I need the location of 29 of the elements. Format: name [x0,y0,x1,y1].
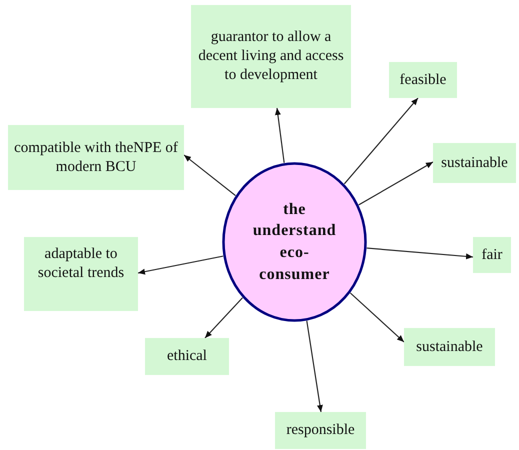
arrow [204,297,243,338]
arrow [366,248,474,260]
concept-box [275,412,366,449]
arrow [274,108,285,163]
arrow [344,98,418,184]
concept-box [145,338,229,375]
hub-ellipse [222,162,367,322]
concept-box [389,62,457,98]
concept-box [8,125,184,190]
concept-label: sustainable [416,338,483,356]
concept-box [433,143,516,183]
arrow [184,154,236,196]
concept-box [473,237,511,273]
concept-box [24,237,138,311]
concept-label: feasible [400,70,446,90]
arrow [138,256,224,275]
concept-box [191,5,351,108]
concept-label: sustainable [441,154,508,172]
concept-label: ethical [167,347,207,366]
concept-box [404,328,495,366]
arrow [350,292,404,342]
hub-label: the understand eco-consumer [252,200,338,285]
concept-label: compatible with theNPE of modern BCU [14,138,178,176]
concept-label: adaptable to societal trends [36,245,126,282]
concept-label: fair [482,246,502,264]
arrow [306,320,323,412]
concept-label: responsible [286,421,355,440]
concept-label: guarantor to allow a decent living and access to development [197,28,345,85]
arrow [358,162,434,206]
